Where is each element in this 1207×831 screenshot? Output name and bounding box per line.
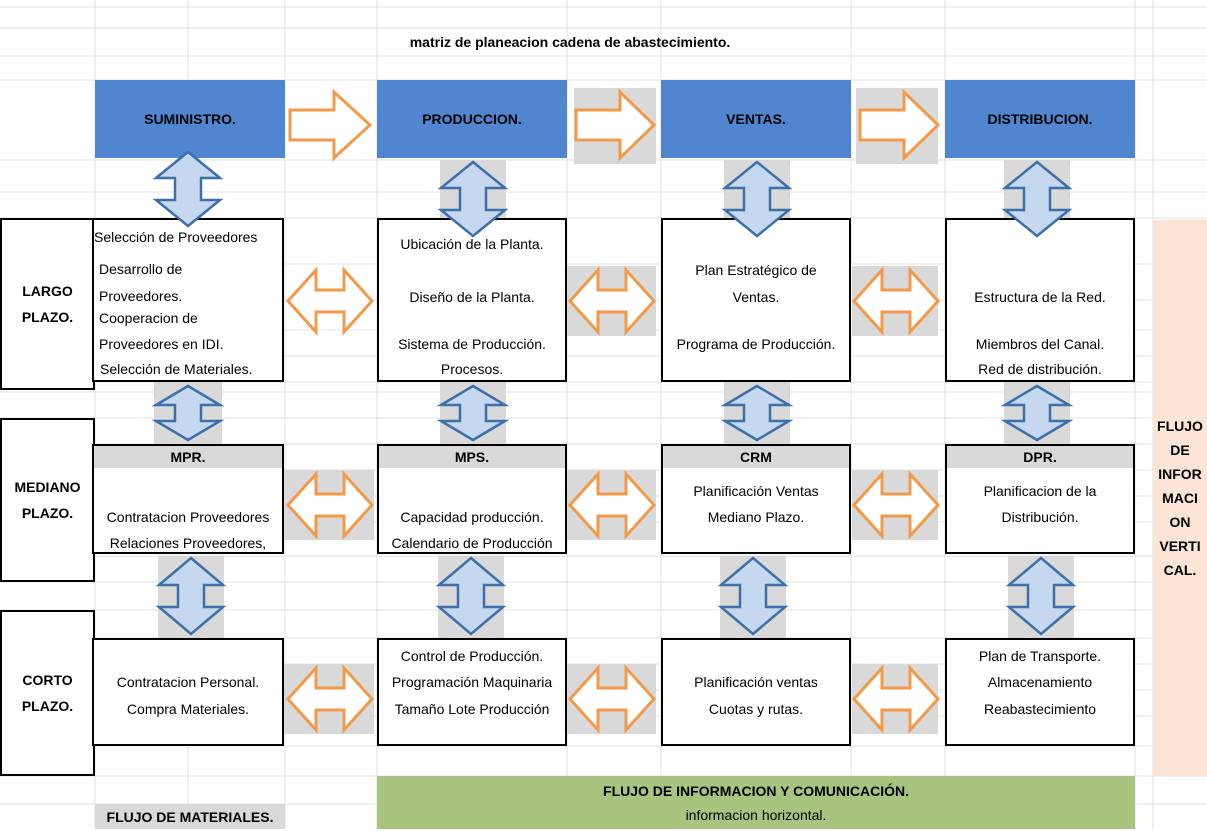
corto-distribucion-text: Reabastecimiento	[983, 701, 1097, 717]
row-label-mediano-plazo: MEDIANO PLAZO.	[0, 418, 95, 582]
corto-suministro-text: Contratacion Personal.	[116, 674, 260, 690]
row-label-line: PLAZO.	[21, 309, 74, 325]
double-arrow-vertical-icon	[1005, 556, 1077, 636]
largo-produccion-text: Diseño de la Planta.	[409, 289, 535, 305]
corto-ventas-box	[661, 638, 851, 746]
horizontal-flow-label: FLUJO DE INFORMACION Y COMUNICACIÓN. inf…	[377, 776, 1135, 829]
largo-produccion-text: Ubicación de la Planta.	[400, 236, 544, 252]
double-arrow-vertical-icon	[435, 556, 507, 636]
arrow-right-icon	[858, 88, 941, 162]
largo-ventas-text: Programa de Producción.	[676, 336, 836, 352]
header-distribucion: DISTRIBUCION.	[945, 80, 1135, 158]
double-arrow-vertical-icon	[155, 556, 227, 636]
row-label-line: MEDIANO	[14, 479, 81, 495]
double-arrow-vertical-icon	[720, 384, 794, 442]
horizontal-flow-title: FLUJO DE INFORMACION Y COMUNICACIÓN.	[603, 782, 909, 799]
corto-suministro-text: Compra Materiales.	[126, 701, 250, 717]
largo-ventas-text: Plan Estratégico de	[695, 262, 817, 278]
double-arrow-vertical-icon	[151, 384, 225, 442]
double-arrow-horizontal-icon	[567, 470, 657, 540]
row-label-line: PLAZO.	[21, 698, 74, 714]
double-arrow-vertical-icon	[721, 160, 793, 238]
corto-ventas-text: Planificación ventas	[694, 674, 818, 690]
row-label-corto-plazo: CORTO PLAZO.	[0, 610, 95, 776]
vertical-flow-label: FLUJO DE INFOR MACI ON VERTI CAL.	[1153, 220, 1207, 776]
double-arrow-horizontal-icon	[285, 266, 375, 336]
double-arrow-horizontal-icon	[567, 664, 657, 734]
row-label-largo-plazo: LARGO PLAZO.	[0, 218, 95, 390]
largo-produccion-text: Procesos.	[440, 361, 504, 377]
materials-flow-label: FLUJO DE MATERIALES.	[95, 804, 285, 829]
largo-distribucion-text: Estructura de la Red.	[974, 289, 1106, 305]
mediano-distribucion-header: DPR.	[947, 446, 1133, 468]
largo-suministro-text: Selección de Proveedores	[94, 229, 258, 245]
largo-suministro-text: Proveedores en IDI.	[99, 336, 224, 352]
largo-ventas-text: Ventas.	[732, 289, 780, 305]
vertical-flow-text: MACI	[1162, 490, 1198, 506]
arrow-right-icon	[288, 88, 373, 162]
double-arrow-horizontal-icon	[285, 470, 375, 540]
vertical-flow-text: CAL.	[1163, 562, 1197, 578]
header-ventas: VENTAS.	[661, 80, 851, 158]
mediano-distribucion-text: Planificacion de la	[983, 483, 1097, 499]
double-arrow-horizontal-icon	[851, 470, 941, 540]
row-label-line: LARGO	[22, 283, 73, 299]
vertical-flow-text: INFOR	[1158, 466, 1202, 482]
double-arrow-vertical-icon	[437, 160, 509, 238]
mediano-suministro-text: Relaciones Proveedores,	[109, 535, 267, 551]
double-arrow-horizontal-icon	[567, 266, 657, 336]
header-produccion: PRODUCCION.	[377, 80, 567, 158]
double-arrow-vertical-icon	[152, 150, 224, 228]
largo-suministro-text: Desarrollo de	[99, 261, 183, 277]
corto-distribucion-text: Plan de Transporte.	[978, 648, 1102, 664]
double-arrow-vertical-icon	[1000, 384, 1074, 442]
vertical-flow-text: ON	[1169, 514, 1191, 530]
vertical-flow-text: VERTI	[1159, 538, 1201, 554]
largo-suministro-box	[92, 218, 284, 382]
mediano-suministro-header: MPR.	[94, 446, 282, 468]
corto-produccion-text: Control de Producción.	[400, 648, 544, 664]
largo-distribucion-text: Red de distribución.	[978, 361, 1102, 377]
mediano-ventas-text: Planificación Ventas	[693, 483, 819, 499]
double-arrow-vertical-icon	[436, 384, 510, 442]
largo-suministro-text: Selección de Materiales.	[100, 361, 253, 377]
corto-suministro-box	[92, 638, 284, 746]
mediano-produccion-text: Capacidad producción.	[400, 509, 544, 525]
header-suministro: SUMINISTRO.	[95, 80, 285, 158]
horizontal-flow-subtitle: informacion horizontal.	[685, 806, 827, 823]
mediano-suministro-text: Contratacion Proveedores	[106, 509, 270, 525]
page-title: matriz de planeacion cadena de abastecim…	[409, 34, 731, 50]
double-arrow-horizontal-icon	[285, 664, 375, 734]
arrow-right-icon	[574, 88, 657, 162]
double-arrow-vertical-icon	[717, 556, 789, 636]
corto-distribucion-box	[945, 638, 1135, 746]
largo-distribucion-box	[945, 218, 1135, 382]
corto-produccion-box	[377, 638, 567, 746]
mediano-distribucion-text: Distribución.	[1001, 509, 1079, 525]
row-label-line: PLAZO.	[21, 505, 74, 521]
mediano-ventas-header: CRM	[663, 446, 849, 468]
vertical-flow-text: FLUJO	[1157, 418, 1203, 434]
mediano-ventas-text: Mediano Plazo.	[707, 509, 805, 525]
double-arrow-vertical-icon	[1001, 160, 1073, 238]
corto-produccion-text: Tamaño Lote Producción	[394, 701, 550, 717]
vertical-flow-text: DE	[1170, 442, 1190, 458]
largo-ventas-box	[661, 218, 851, 382]
double-arrow-horizontal-icon	[851, 266, 941, 336]
corto-distribucion-text: Almacenamiento	[987, 674, 1093, 690]
largo-suministro-text: Proveedores.	[99, 288, 183, 304]
mediano-produccion-header: MPS.	[379, 446, 565, 468]
largo-suministro-text: Cooperacion de	[99, 310, 198, 326]
corto-ventas-text: Cuotas y rutas.	[708, 701, 804, 717]
double-arrow-horizontal-icon	[851, 664, 941, 734]
largo-produccion-text: Sistema de Producción.	[398, 336, 546, 352]
row-label-line: CORTO	[22, 672, 73, 688]
corto-produccion-text: Programación Maquinaria	[391, 674, 553, 690]
largo-distribucion-text: Miembros del Canal.	[975, 336, 1105, 352]
mediano-produccion-text: Calendario de Producción	[391, 535, 553, 551]
